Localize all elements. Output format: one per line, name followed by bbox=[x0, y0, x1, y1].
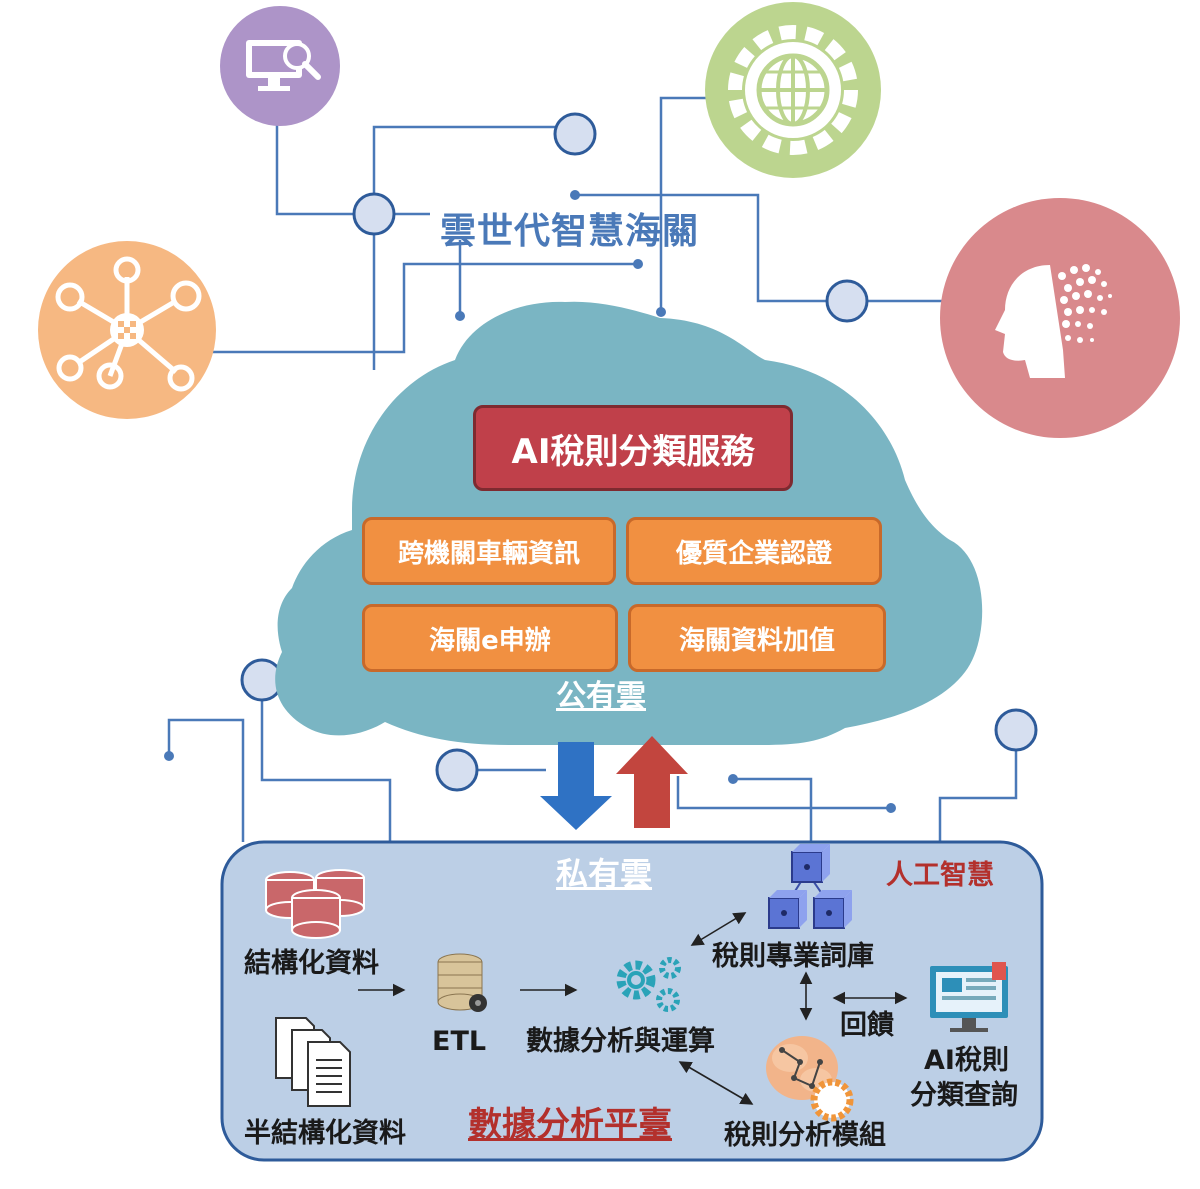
ai-tariff-query-line2: 分類查詢 bbox=[910, 1080, 1018, 1111]
service-cross-agency-vehicle[interactable]: 跨機關車輛資訊 bbox=[362, 517, 616, 585]
cubes-icon bbox=[768, 844, 852, 929]
ai-tariff-classification-service[interactable]: AI稅則分類服務 bbox=[473, 405, 793, 491]
tariff-vocabulary-label: 稅則專業詞庫 bbox=[712, 941, 874, 972]
flow-arrows bbox=[358, 912, 908, 1105]
download-arrow bbox=[540, 742, 612, 830]
etl-database-icon bbox=[437, 953, 487, 1012]
gears-icon bbox=[616, 957, 681, 1012]
private-cloud-label: 私有雲 bbox=[556, 855, 653, 893]
top-title: 雲世代智慧海關 bbox=[440, 211, 700, 252]
service-aeo-certification[interactable]: 優質企業認證 bbox=[626, 517, 882, 585]
database-icon bbox=[265, 869, 365, 939]
computer-screen-icon bbox=[930, 962, 1008, 1032]
hollow-node-circles bbox=[240, 112, 1038, 792]
lower-connector-lines bbox=[167, 692, 1018, 842]
network-hub-icon bbox=[38, 241, 216, 419]
analysis-label: 數據分析與運算 bbox=[526, 1026, 715, 1057]
connector-dots bbox=[164, 190, 896, 813]
public-cloud-label: 公有雲 bbox=[556, 679, 646, 714]
ai-tariff-query-line1: AI稅則 bbox=[924, 1045, 1009, 1076]
brain-icon bbox=[766, 1036, 854, 1122]
monitor-search-icon bbox=[220, 6, 340, 126]
service-customs-data-value-add[interactable]: 海關資料加值 bbox=[628, 604, 886, 672]
ai-tag-label: 人工智慧 bbox=[886, 860, 994, 891]
globe-gear-icon bbox=[705, 2, 881, 178]
upload-arrow bbox=[616, 736, 688, 828]
documents-icon bbox=[275, 1017, 351, 1107]
data-analysis-platform-label: 數據分析平臺 bbox=[468, 1105, 672, 1145]
etl-label: ETL bbox=[432, 1026, 487, 1057]
feedback-label: 回饋 bbox=[840, 1010, 894, 1041]
tariff-analysis-module-label: 稅則分析模組 bbox=[724, 1120, 886, 1151]
upper-connector-lines bbox=[210, 96, 945, 370]
structured-data-label: 結構化資料 bbox=[244, 948, 379, 979]
ai-head-icon bbox=[940, 198, 1180, 438]
service-customs-e-application[interactable]: 海關e申辦 bbox=[362, 604, 618, 672]
semi-structured-data-label: 半結構化資料 bbox=[244, 1118, 406, 1149]
